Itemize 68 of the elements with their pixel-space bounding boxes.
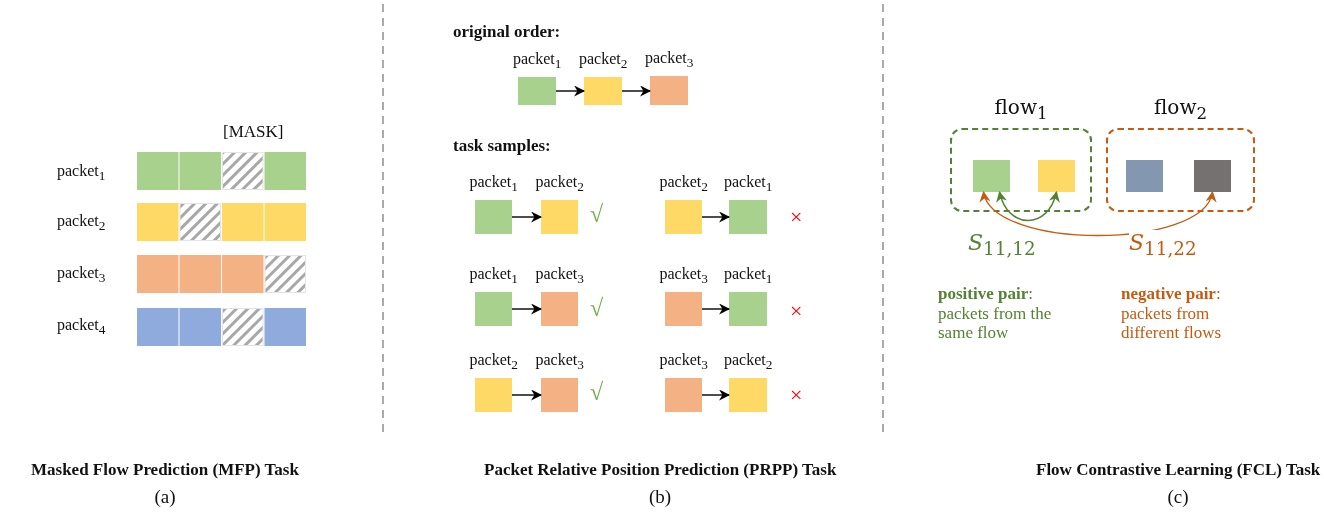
packet-label: packet$_{2}$	[469, 351, 518, 373]
square-block	[541, 378, 578, 412]
packet-label: packet$_{2}$	[659, 173, 708, 195]
square-block	[665, 200, 702, 234]
square-block	[729, 200, 767, 234]
arrow	[555, 85, 586, 97]
square-block	[729, 378, 767, 412]
panel-letter: (c)	[1167, 486, 1189, 508]
packet-label: packet$_{3}$	[535, 351, 584, 373]
square-block	[665, 378, 702, 412]
packet-label: packet$_{1}$	[469, 173, 518, 195]
group-title: flow$_{2}$	[1154, 96, 1208, 124]
packet-label: packet$_{1}$	[724, 173, 773, 195]
square-block	[1038, 160, 1075, 192]
arrow	[511, 211, 543, 223]
packet-label: packet$_{1}$	[469, 265, 518, 287]
section-heading: task samples:	[453, 136, 551, 156]
cross-mark: ×	[790, 382, 803, 408]
square-block	[1194, 160, 1231, 192]
square-block	[518, 77, 556, 105]
packet-label: packet$_{2}$	[535, 173, 584, 195]
square-block	[584, 77, 622, 105]
double-headed-arrow	[997, 190, 1059, 222]
arrow	[511, 303, 543, 315]
mask-label: [MASK]	[223, 122, 284, 142]
square-block	[541, 200, 578, 234]
section-heading: original order:	[453, 22, 561, 42]
packet-label: packet$_{1}$	[513, 50, 562, 72]
square-block	[650, 76, 688, 105]
square-block	[475, 378, 512, 412]
check-mark: √	[590, 295, 604, 323]
packet-label: packet$_{3}$	[659, 265, 708, 287]
arrow	[621, 85, 652, 97]
row-label: packet$_{4}$	[57, 316, 106, 338]
arrow	[701, 389, 731, 401]
square-block	[541, 292, 578, 326]
panel-title: Flow Contrastive Learning (FCL) Task	[1036, 460, 1321, 480]
panel-letter: (b)	[649, 486, 672, 508]
arrow	[511, 389, 543, 401]
arrow	[701, 211, 731, 223]
check-mark: √	[590, 201, 604, 229]
row-label: packet$_{1}$	[57, 162, 106, 184]
check-mark: √	[590, 379, 604, 407]
square-block	[475, 200, 512, 234]
packet-label: packet$_{3}$	[535, 265, 584, 287]
panel-title: Masked Flow Prediction (MFP) Task	[31, 460, 299, 480]
annotation-text: positive pair: packets from the same flow	[938, 284, 1053, 343]
cross-mark: ×	[790, 204, 803, 230]
cross-mark: ×	[790, 298, 803, 324]
packet-label: packet$_{3}$	[645, 49, 694, 71]
double-headed-arrow	[982, 191, 1214, 237]
square-block	[729, 292, 767, 326]
packet-label: packet$_{1}$	[724, 265, 773, 287]
square-block	[475, 292, 512, 326]
arrow	[701, 303, 731, 315]
packet-label: packet$_{2}$	[579, 50, 628, 72]
square-block	[1126, 160, 1163, 192]
packet-label: packet$_{2}$	[724, 351, 773, 373]
edge-label: S$_{11,22}$	[1129, 230, 1197, 260]
row-label: packet$_{3}$	[57, 264, 106, 286]
packet-label: packet$_{3}$	[659, 351, 708, 373]
group-title: flow$_{1}$	[994, 96, 1048, 124]
panel-title: Packet Relative Position Prediction (PRPP) Task	[484, 460, 837, 480]
square-block	[665, 292, 702, 326]
panel-letter: (a)	[154, 486, 176, 508]
row-label: packet$_{2}$	[57, 212, 106, 234]
square-block	[973, 160, 1010, 192]
annotation-text: negative pair: packets from different flows	[1121, 284, 1223, 343]
